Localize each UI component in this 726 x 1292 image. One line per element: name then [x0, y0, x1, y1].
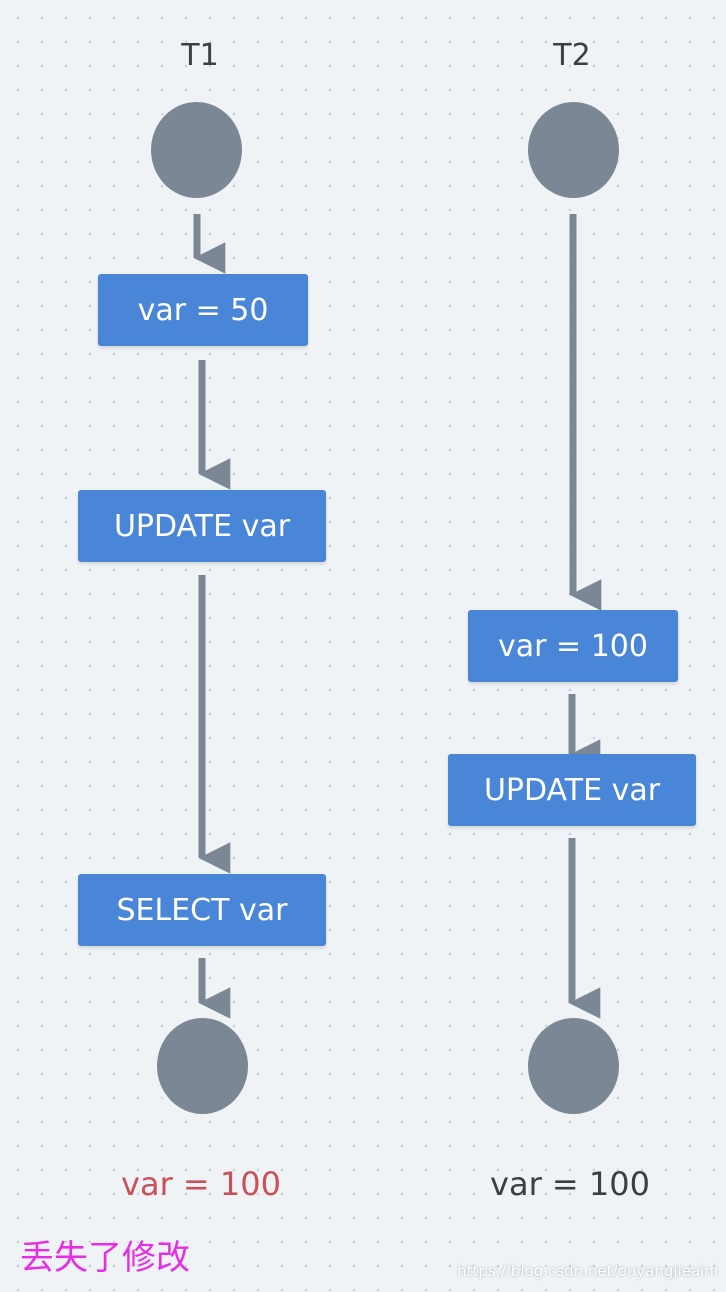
lane-t2-title: T2: [553, 38, 591, 73]
lane-t2-step-2: UPDATE var: [448, 754, 696, 826]
lane-t1-start-node: [151, 102, 242, 198]
lane-t1-step-3: SELECT var: [78, 874, 326, 946]
lane-t1-title: T1: [181, 38, 219, 73]
lane-t1-end-node: [157, 1018, 248, 1114]
caption-lost-update: 丢失了修改: [20, 1238, 190, 1278]
lane-t2-end-node: [528, 1018, 619, 1114]
lane-t2-start-node: [528, 102, 619, 198]
lane-t1-result: var = 100: [121, 1165, 281, 1203]
lane-t1-step-2: UPDATE var: [78, 490, 326, 562]
watermark-url: https://blog.csdn.net/ouyangjieaini: [457, 1262, 718, 1280]
lane-t2-step-1: var = 100: [468, 610, 678, 682]
lane-t1-step-1: var = 50: [98, 274, 308, 346]
lane-t2-result: var = 100: [490, 1165, 650, 1203]
